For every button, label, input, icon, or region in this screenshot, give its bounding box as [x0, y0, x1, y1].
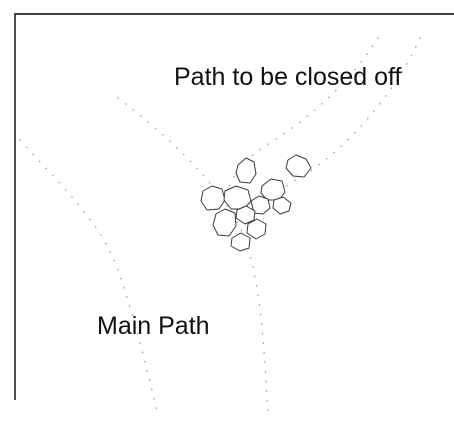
diagram-frame [14, 13, 454, 400]
rock [246, 218, 267, 240]
rock [285, 154, 312, 178]
rock-pile [200, 154, 312, 252]
rock [235, 205, 256, 225]
rock [200, 185, 226, 211]
main-path-right-edge [117, 97, 269, 416]
rock [260, 178, 286, 201]
main-path-label: Main Path [97, 312, 210, 340]
rock [223, 185, 252, 210]
side-path-right-edge [267, 37, 421, 207]
rock [235, 157, 257, 184]
rock [230, 232, 251, 252]
rock [272, 196, 292, 215]
rock [212, 208, 237, 237]
main-path-left-edge [19, 139, 159, 416]
closed-path-label: Path to be closed off [174, 63, 402, 91]
